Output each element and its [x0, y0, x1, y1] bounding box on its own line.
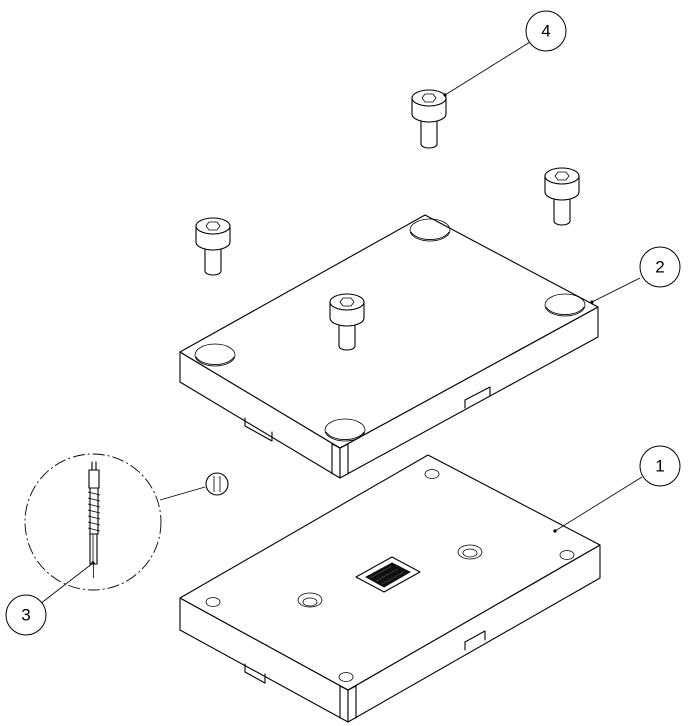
leader-3: [39, 562, 94, 605]
screw-right: [544, 167, 580, 226]
callout-3: 3: [5, 594, 47, 636]
callout-3-label: 3: [21, 606, 30, 625]
screw-left: [195, 217, 231, 276]
leader-4: [444, 41, 531, 96]
screw-top: [411, 89, 447, 149]
leader-1: [554, 476, 643, 532]
probe-detail: [24, 453, 229, 591]
callout-1: 1: [639, 445, 681, 487]
callout-2-label: 2: [655, 258, 664, 277]
callout-1-label: 1: [655, 457, 664, 476]
screw-center: [329, 293, 365, 351]
callout-4-label: 4: [541, 22, 550, 41]
callout-4: 4: [525, 10, 567, 52]
callout-2: 2: [639, 246, 681, 288]
leader-2: [591, 277, 641, 303]
top-plate: [179, 214, 599, 479]
bottom-plate: [179, 454, 601, 723]
